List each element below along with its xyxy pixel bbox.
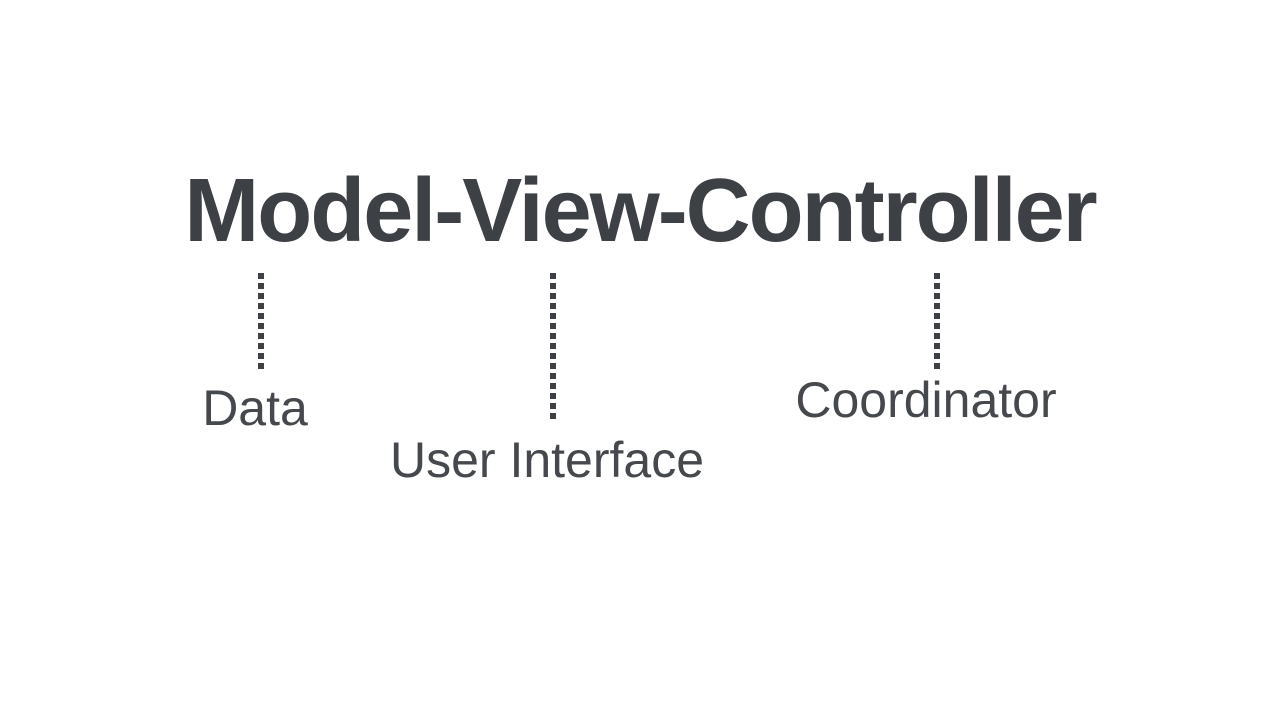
label-controller-coordinator: Coordinator <box>795 372 1057 428</box>
dotted-connector-model <box>258 273 264 369</box>
dotted-connector-view <box>550 273 556 419</box>
label-view-user-interface: User Interface <box>389 432 705 488</box>
label-model-data: Data <box>202 380 308 436</box>
page-title: Model-View-Controller <box>184 161 1097 261</box>
dotted-connector-controller <box>934 273 940 369</box>
